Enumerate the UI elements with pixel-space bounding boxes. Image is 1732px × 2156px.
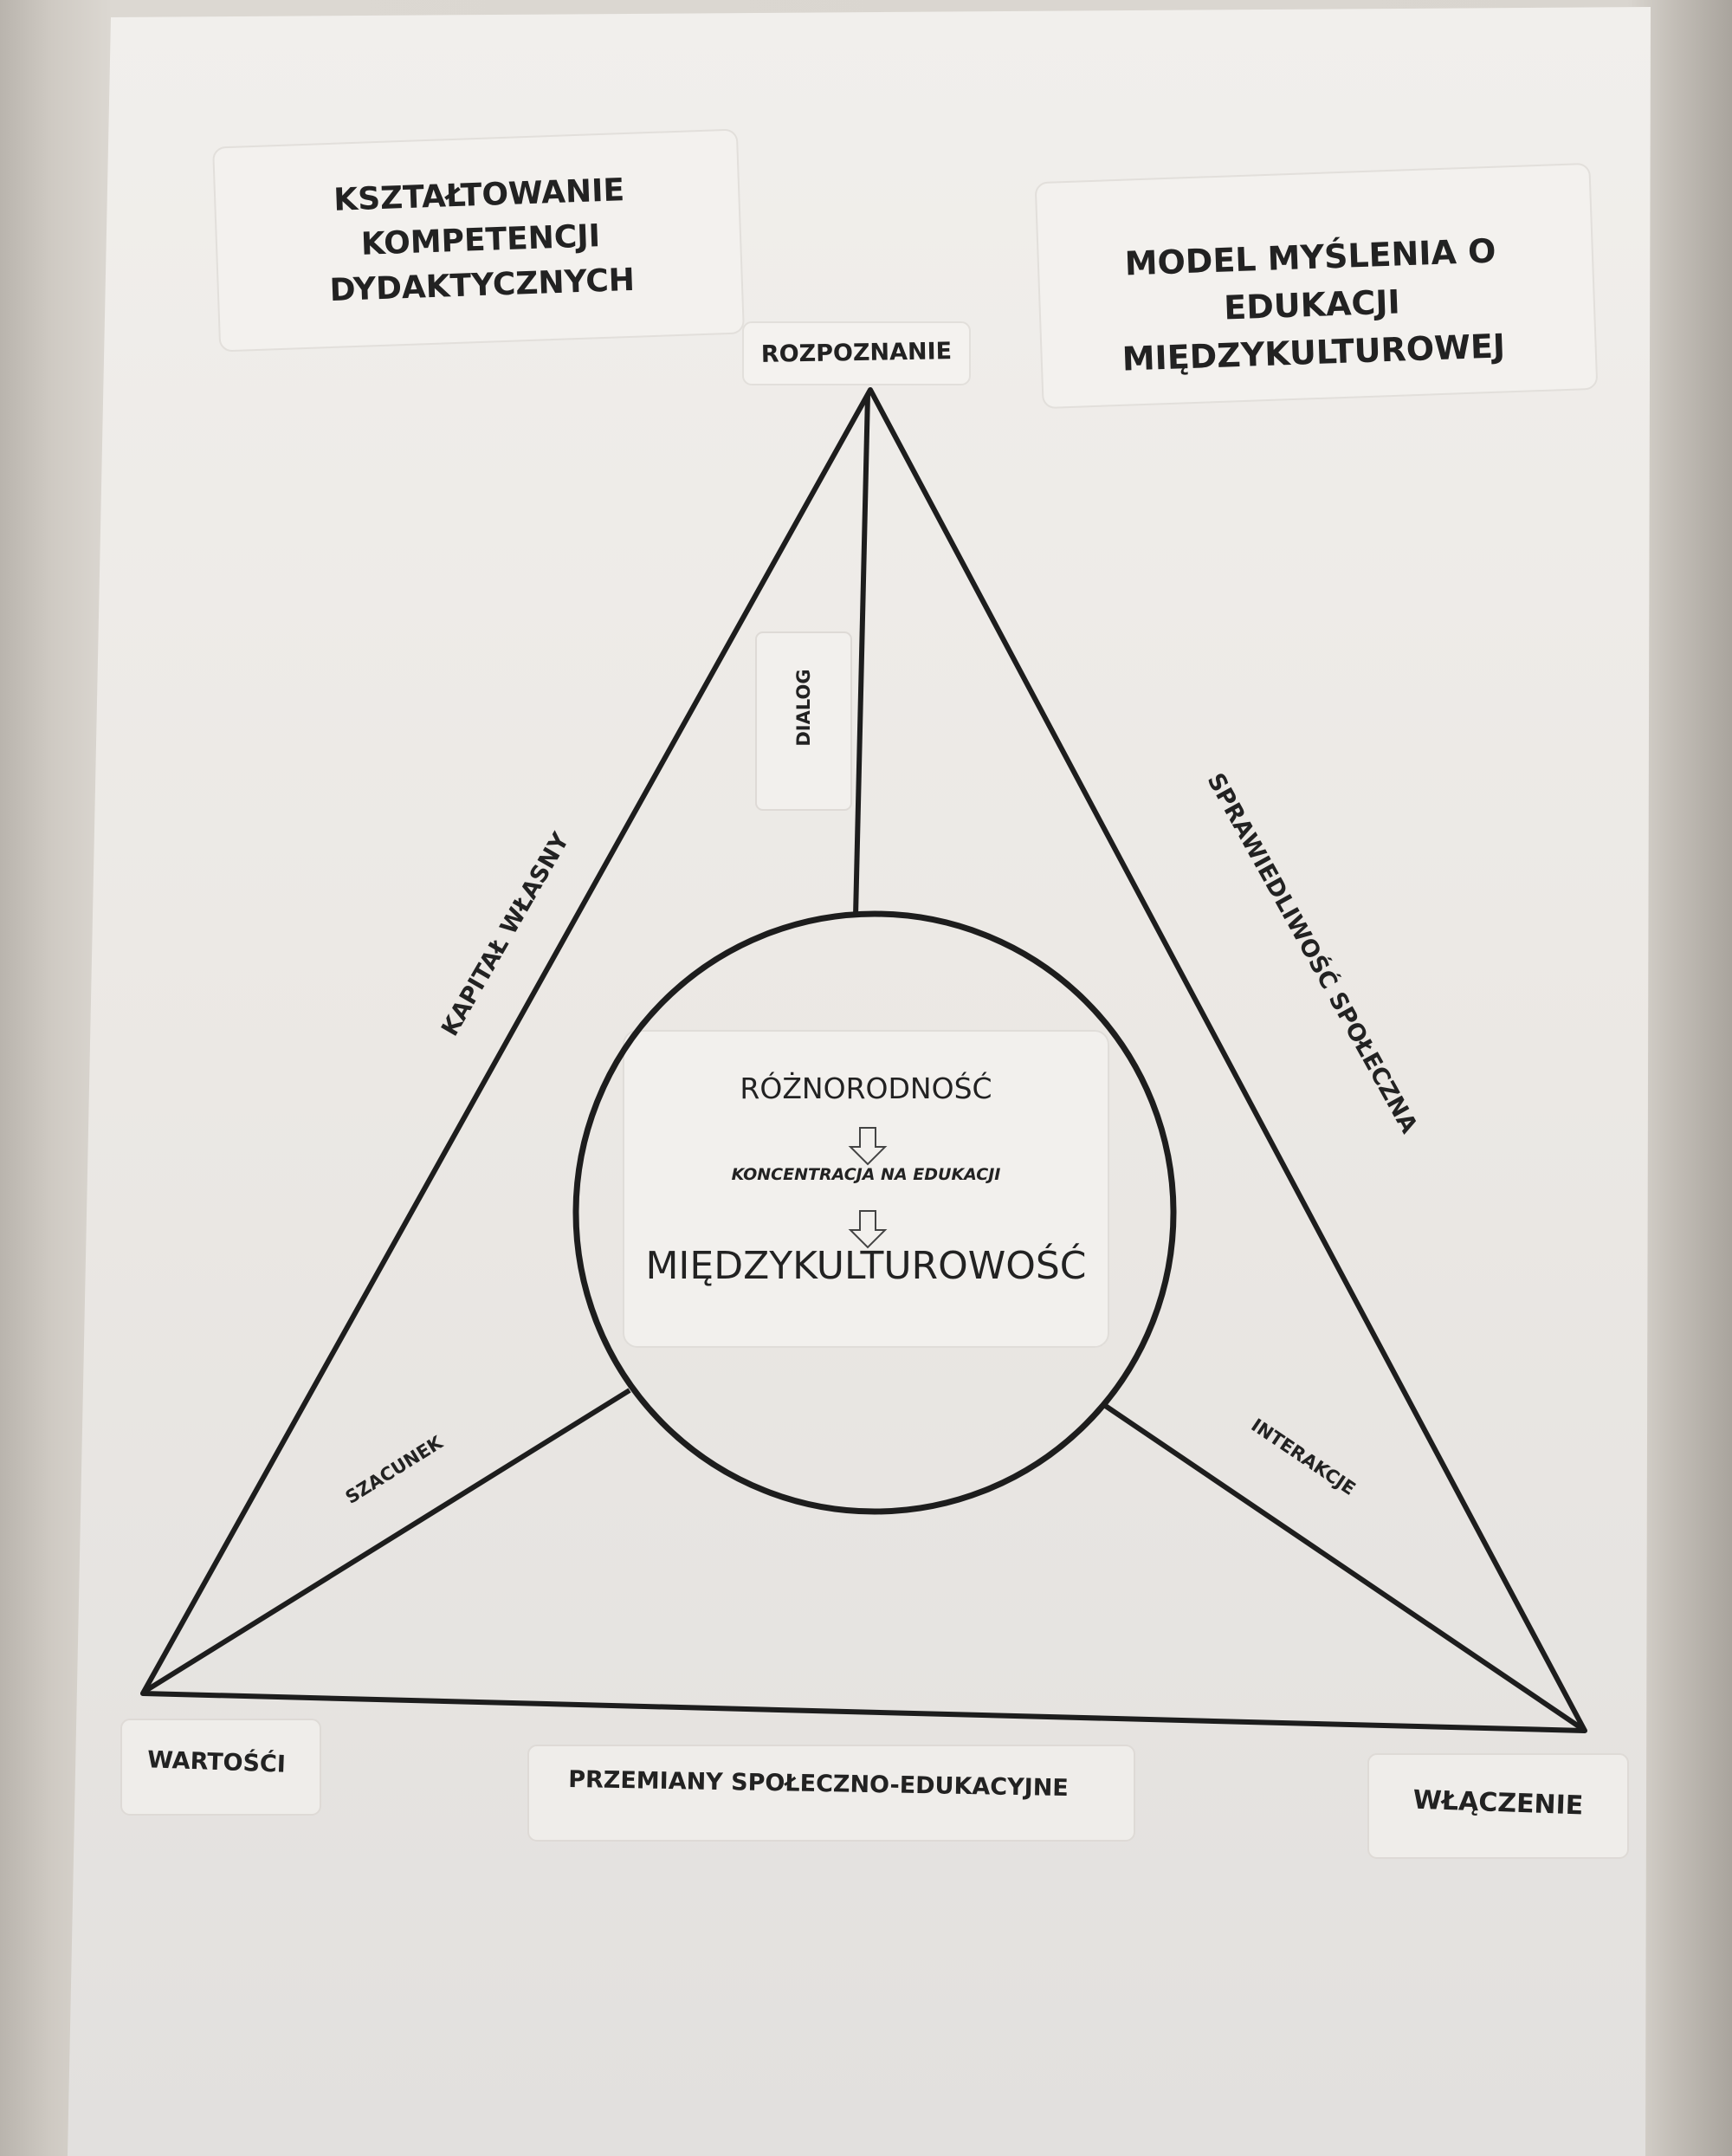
card-right-title [1035,163,1598,409]
left-title: KSZTAŁTOWANIE KOMPETENCJI DYDAKTYCZNYCH [218,165,742,318]
spoke-top-label: DIALOG [793,669,814,747]
main-triangle [140,387,1587,1733]
right-title: MODEL MYŚLENIA O EDUKACJI MIĘDZYKULTUROW… [1032,224,1591,387]
circle-middle-text: KONCENTRACJA NA EDUKACJI [731,1165,1001,1184]
card-bottom-right [1367,1753,1629,1859]
arrow-down-icon [848,1210,888,1249]
card-left-title [212,128,745,352]
card-bottom-mid [527,1745,1135,1842]
vertex-top-label: ROZPOZNANIE [760,338,953,368]
card-bottom-left [120,1719,321,1816]
card-top-vertex [742,321,971,385]
circle-top-text: RÓŻNORODNOŚĆ [740,1072,992,1105]
vertex-left-label: WARTOŚĆI [146,1746,287,1778]
spoke-top [853,393,870,917]
arrow-down-icon [848,1127,888,1166]
center-circle [572,910,1177,1515]
card-dialog [755,631,852,811]
spoke-left [144,1388,631,1693]
vertex-right-label: WŁĄCZENIE [1412,1784,1584,1822]
circle-bottom-text: MIĘDZYKULTUROWOŚĆ [645,1244,1087,1288]
spoke-right [1102,1402,1583,1731]
card-circle [623,1030,1109,1348]
